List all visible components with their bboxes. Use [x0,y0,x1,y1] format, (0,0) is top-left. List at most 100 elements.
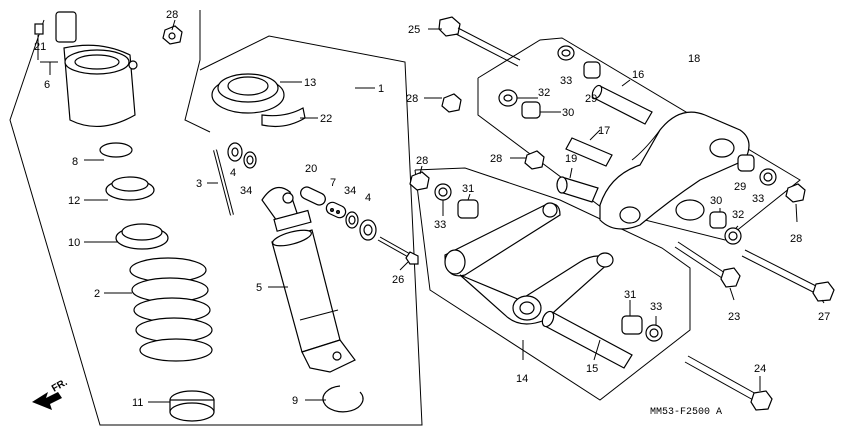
label-18: 18 [688,53,700,65]
part-33-seal-b [434,183,452,201]
label-28: 28 [406,93,418,105]
part-28-nut-d [409,171,430,191]
part-26-bolt [377,236,419,265]
label-28: 28 [166,9,178,21]
part-23-bolt [674,241,741,288]
part-30-bearing-a [521,101,541,119]
part-16-collar [591,84,653,125]
part-29-bearing-a [583,61,601,79]
part-32-washer-b [724,227,742,245]
label-9: 9 [292,395,298,407]
label-4: 4 [365,192,371,204]
part-28-nut-e [785,183,806,203]
label-19: 19 [565,153,577,165]
part-22-stopper [261,107,306,128]
label-17: 17 [598,125,610,137]
label-24: 24 [754,363,766,375]
label-22: 22 [320,113,332,125]
label-34: 34 [240,185,252,197]
part-3-pin [213,149,234,216]
label-20: 20 [305,163,317,175]
part-28-nut-upper [162,25,183,45]
label-29: 29 [734,181,746,193]
part-34-seal-upper [243,151,257,169]
front-arrow-icon [32,392,62,410]
label-21: 21 [34,41,46,53]
part-31-bearing-a [457,199,479,219]
label-11: 11 [132,397,143,409]
label-6: 6 [44,79,50,91]
label-12: 12 [68,195,80,207]
label-30: 30 [562,107,574,119]
callout-labels: 21 6 28 13 1 22 8 4 34 3 20 7 34 4 12 10… [34,9,830,409]
part-18-shock-link [599,111,750,230]
part-14-shock-arm [444,202,614,325]
part-5-damper [261,186,356,373]
part-24-bolt [684,355,773,411]
label-3: 3 [196,178,202,190]
part-29-bearing-b [737,154,755,172]
label-15: 15 [586,363,598,375]
label-33: 33 [434,219,446,231]
part-2-spring [129,257,213,362]
front-direction-arrow: FR. [32,377,70,410]
part-13-spring-adjuster [211,73,285,114]
part-33-seal-a [557,45,575,61]
label-29: 29 [585,93,597,105]
part-30-bearing-b [709,211,727,229]
label-32: 32 [732,209,744,221]
label-1: 1 [378,83,384,95]
label-28: 28 [490,153,502,165]
part-33-seal-c [759,168,777,186]
label-16: 16 [632,69,644,81]
label-14: 14 [516,373,528,385]
part-33-seal-d [645,324,663,342]
part-17-collar [565,137,613,167]
part-32-washer-a [498,89,518,107]
label-31: 31 [462,183,474,195]
part-21-cap [34,23,44,60]
part-31-bearing-b [621,315,643,335]
part-6-upper-mount [55,11,138,128]
front-label: FR. [50,377,70,395]
reservoir-valve [128,60,138,70]
part-4-seal-lower [359,219,377,241]
label-32: 32 [538,87,550,99]
part-25-bolt [438,16,521,67]
damper-bottom-eye [301,339,356,373]
diagram-code: MM53-F2500 A [650,407,722,418]
assembly-boundaries [9,10,801,426]
part-12-spring-seat [105,176,155,201]
label-34: 34 [344,185,356,197]
reservoir-inner [74,54,120,70]
shock-absorber-outline [9,19,423,426]
part-28-nut-b [441,93,462,113]
label-30: 30 [710,195,722,207]
part-28-nut-c [524,150,545,170]
part-15-collar [541,310,633,369]
part-9-circlip [322,385,364,413]
part-20-collar [300,186,326,206]
part-8-snap-ring [99,142,133,158]
upper-mount-eye [55,11,77,43]
shock-link-outline [477,37,801,241]
label-33: 33 [650,301,662,313]
part-4-seal-upper [227,142,243,162]
label-31: 31 [624,289,636,301]
label-33: 33 [752,193,764,205]
label-28: 28 [416,155,428,167]
snap-ring [99,142,133,158]
label-2: 2 [94,288,100,300]
label-7: 7 [330,177,336,189]
part-7-bearing [325,201,347,219]
part-19-collar [556,176,599,203]
label-4: 4 [230,167,236,179]
label-13: 13 [304,77,316,89]
label-5: 5 [256,282,262,294]
label-8: 8 [72,156,78,168]
label-10: 10 [68,237,80,249]
shock-upper-bracket-line [184,10,211,133]
shock-arm-outline [414,167,691,401]
